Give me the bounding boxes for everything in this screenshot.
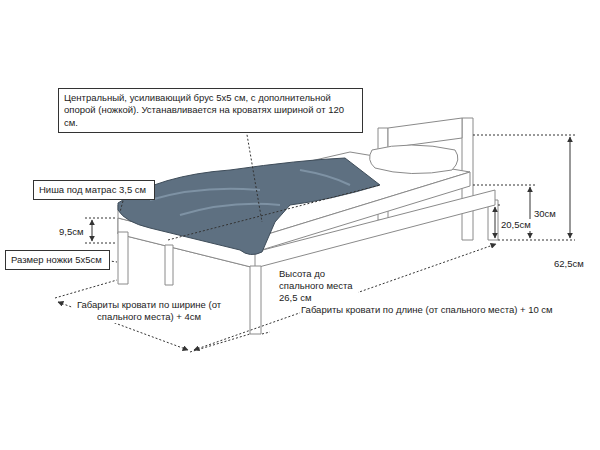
dimension-line	[92, 220, 93, 241]
callout-box: Центральный, усиливающий брус 5х5 см, с …	[58, 88, 363, 133]
dimension-line	[495, 207, 496, 238]
dimension-label: Габариты кровати по ширине (от спального…	[72, 299, 226, 323]
extension-line	[498, 240, 575, 241]
dimension-line	[194, 244, 496, 350]
bed-leg	[165, 245, 173, 285]
callout-box: Ниша под матрас 3,5 см	[33, 180, 155, 200]
dimension-label: 30см	[533, 208, 557, 220]
dimension-label: 20,5см	[500, 219, 532, 231]
extension-line	[55, 280, 117, 298]
extension-line	[498, 205, 500, 206]
extension-line	[473, 185, 535, 186]
headboard-rail	[388, 118, 462, 148]
extension-line	[190, 334, 250, 352]
dimension-label: 62,5см	[553, 258, 585, 270]
dimension-label: Высота до спального места 26,5 см	[278, 268, 358, 304]
center-beam-line	[168, 185, 380, 240]
leader-line	[120, 201, 123, 212]
bed-leg	[118, 232, 128, 284]
dimension-label: 9,5см	[58, 226, 85, 238]
dimension-label: Габариты кровати по длине (от спального …	[300, 304, 554, 316]
blanket-folds	[150, 170, 350, 215]
callout-text: Ниша под матрас 3,5 см	[39, 184, 149, 196]
extension-line	[85, 243, 117, 244]
leader-line	[245, 123, 262, 222]
pillow	[370, 145, 458, 174]
extension-line	[473, 135, 575, 136]
extension-line	[262, 332, 270, 334]
dimension-line	[570, 137, 571, 238]
extension-line	[85, 218, 117, 219]
blanket	[118, 158, 380, 255]
bed-leg	[250, 266, 261, 334]
callout-text: Центральный, усиливающий брус 5х5 см, с …	[64, 92, 357, 129]
callout-box: Размер ножки 5х5см	[5, 250, 110, 270]
callout-text: Размер ножки 5х5см	[11, 254, 104, 266]
